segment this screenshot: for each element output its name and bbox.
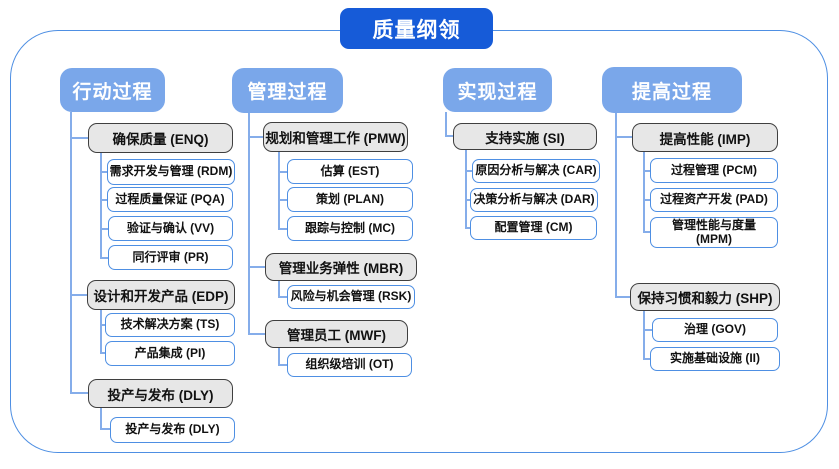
node-rsk: 风险与机会管理 (RSK) bbox=[287, 285, 415, 309]
node-si: 支持实施 (SI) bbox=[453, 123, 597, 150]
connector-line bbox=[278, 348, 280, 365]
connector-line bbox=[100, 408, 102, 430]
connector-line bbox=[100, 324, 105, 326]
column-header-implementation-process: 实现过程 bbox=[443, 68, 552, 112]
connector-line bbox=[643, 199, 650, 201]
connector-line bbox=[465, 170, 472, 172]
node-ts: 技术解决方案 (TS) bbox=[105, 313, 235, 337]
node-pcm: 过程管理 (PCM) bbox=[650, 158, 778, 183]
node-dly-child: 投产与发布 (DLY) bbox=[110, 417, 235, 443]
connector-line bbox=[278, 199, 287, 201]
connector-line bbox=[643, 358, 650, 360]
node-vv: 验证与确认 (VV) bbox=[108, 216, 233, 241]
node-rdm: 需求开发与管理 (RDM) bbox=[107, 159, 235, 185]
connector-line bbox=[278, 296, 287, 298]
node-pad: 过程资产开发 (PAD) bbox=[650, 188, 778, 212]
node-pmw: 规划和管理工作 (PMW) bbox=[263, 122, 408, 152]
connector-line bbox=[615, 296, 630, 298]
connector-line bbox=[70, 392, 88, 394]
connector-line bbox=[278, 281, 280, 297]
connector-line bbox=[445, 112, 447, 136]
connector-line bbox=[278, 364, 287, 366]
node-shp: 保持习惯和毅力 (SHP) bbox=[630, 283, 780, 311]
node-plan: 策划 (PLAN) bbox=[287, 187, 413, 212]
node-imp: 提高性能 (IMP) bbox=[632, 123, 778, 152]
node-gov: 治理 (GOV) bbox=[652, 318, 778, 342]
node-pi: 产品集成 (PI) bbox=[105, 341, 235, 366]
connector-line bbox=[100, 153, 102, 259]
node-mc: 跟踪与控制 (MC) bbox=[287, 216, 413, 241]
connector-line bbox=[70, 112, 72, 393]
column-header-action-process: 行动过程 bbox=[60, 68, 165, 112]
connector-line bbox=[248, 266, 265, 268]
connector-line bbox=[465, 227, 470, 229]
connector-line bbox=[248, 333, 265, 335]
node-enq: 确保质量 (ENQ) bbox=[88, 123, 233, 153]
connector-line bbox=[248, 113, 250, 334]
connector-line bbox=[70, 137, 88, 139]
connector-line bbox=[100, 171, 107, 173]
column-header-improvement-process: 提高过程 bbox=[602, 67, 742, 113]
connector-line bbox=[100, 310, 102, 354]
node-cm: 配置管理 (CM) bbox=[470, 216, 597, 240]
connector-line bbox=[100, 199, 107, 201]
connector-line bbox=[615, 113, 617, 297]
node-dar: 决策分析与解决 (DAR) bbox=[470, 188, 598, 212]
connector-line bbox=[643, 329, 652, 331]
connector-line bbox=[445, 135, 453, 137]
connector-line bbox=[643, 170, 650, 172]
connector-line bbox=[100, 428, 110, 430]
connector-line bbox=[100, 257, 108, 259]
column-header-management-process: 管理过程 bbox=[232, 68, 343, 113]
node-car: 原因分析与解决 (CAR) bbox=[472, 159, 600, 183]
node-dly: 投产与发布 (DLY) bbox=[88, 379, 233, 408]
connector-line bbox=[100, 352, 105, 354]
node-mbr: 管理业务弹性 (MBR) bbox=[265, 253, 417, 281]
connector-line bbox=[465, 150, 467, 228]
connector-line bbox=[100, 228, 108, 230]
diagram-title: 质量纲领 bbox=[340, 8, 493, 49]
connector-line bbox=[248, 136, 263, 138]
node-pqa: 过程质量保证 (PQA) bbox=[107, 187, 233, 212]
connector-line bbox=[278, 171, 287, 173]
connector-line bbox=[465, 199, 470, 201]
node-mwf: 管理员工 (MWF) bbox=[265, 320, 408, 348]
node-edp: 设计和开发产品 (EDP) bbox=[87, 280, 235, 310]
connector-line bbox=[643, 152, 645, 232]
node-mpm: 管理性能与度量 (MPM) bbox=[650, 217, 778, 248]
connector-line bbox=[70, 294, 87, 296]
node-pr: 同行评审 (PR) bbox=[108, 245, 233, 270]
connector-line bbox=[615, 136, 632, 138]
connector-line bbox=[278, 228, 287, 230]
connector-line bbox=[278, 152, 280, 229]
connector-line bbox=[643, 311, 645, 359]
node-ii: 实施基础设施 (II) bbox=[650, 347, 780, 371]
node-est: 估算 (EST) bbox=[287, 159, 413, 184]
connector-line bbox=[643, 231, 650, 233]
node-ot: 组织级培训 (OT) bbox=[287, 353, 412, 377]
